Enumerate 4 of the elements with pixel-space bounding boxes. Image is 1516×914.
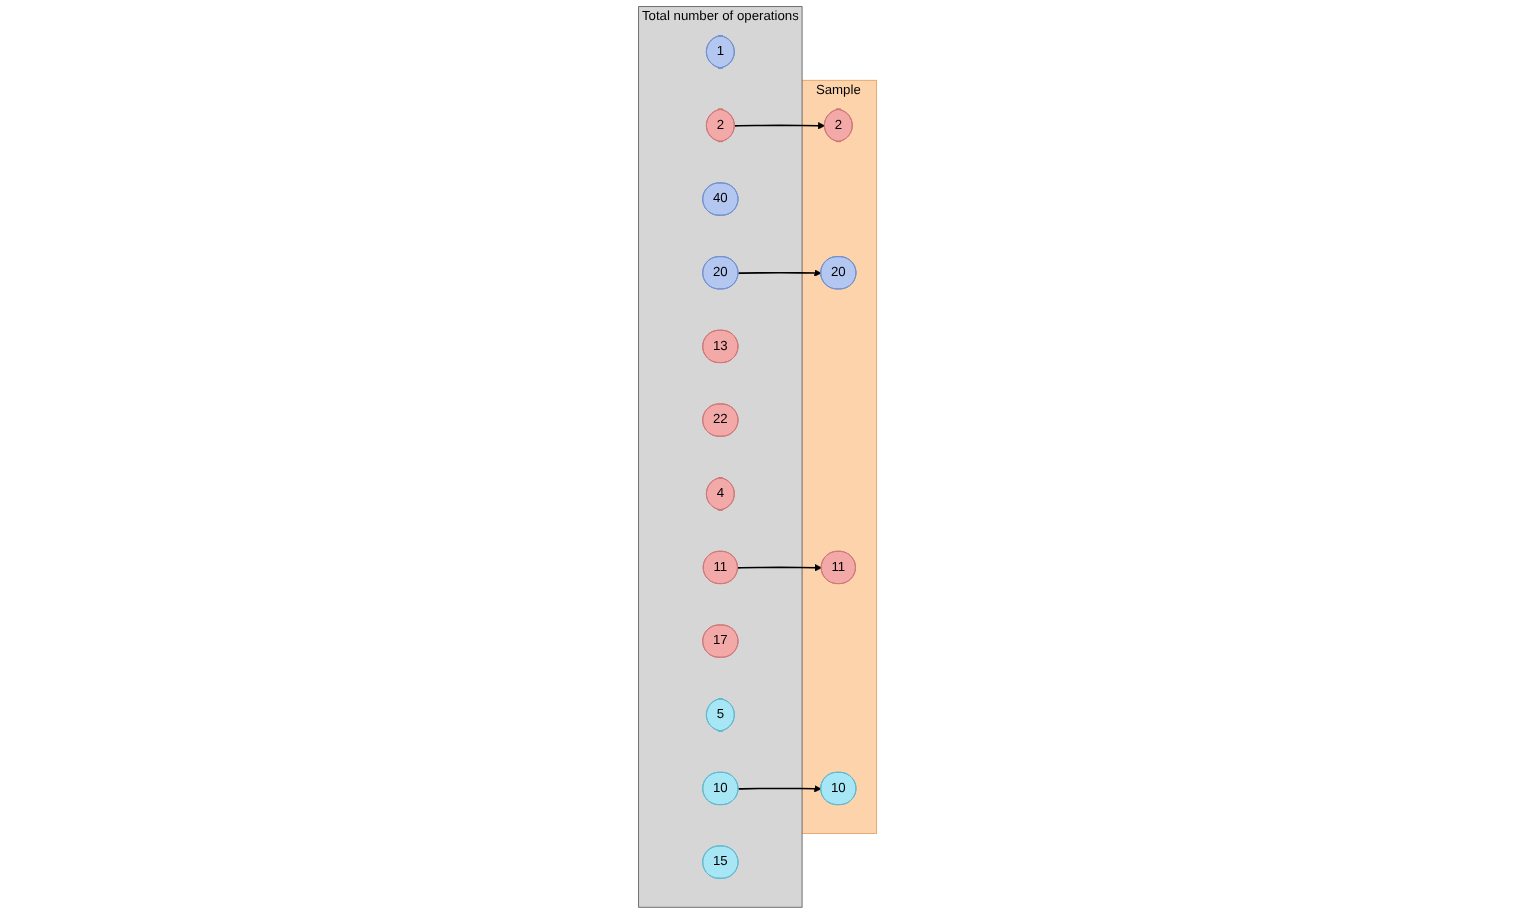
arrow: [734, 122, 826, 130]
arrow: [737, 785, 822, 793]
arrow: [737, 564, 823, 572]
arrow: [737, 269, 822, 277]
